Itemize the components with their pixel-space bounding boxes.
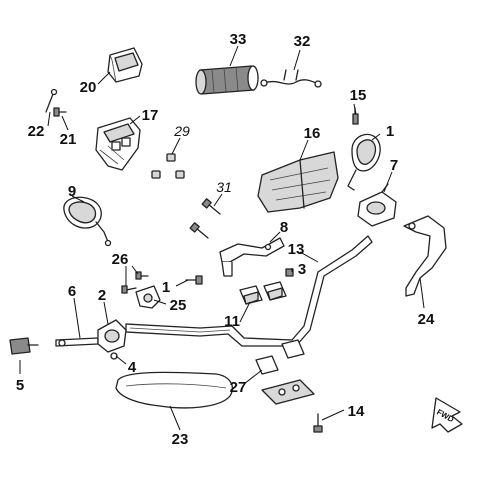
part-2-lever-bracket bbox=[97, 319, 127, 353]
callout-22: 22 bbox=[28, 123, 45, 140]
part-13-handlebar bbox=[125, 235, 373, 347]
part-26-screws bbox=[121, 271, 149, 294]
callout-2: 2 bbox=[98, 287, 106, 304]
callout-8: 8 bbox=[280, 219, 288, 236]
callout-11: 11 bbox=[224, 313, 240, 330]
part-9-left-mirror bbox=[63, 196, 112, 247]
part-16-handlebar-cover bbox=[257, 151, 339, 213]
callout-17: 17 bbox=[142, 107, 159, 124]
callout-24: 24 bbox=[418, 311, 435, 328]
part-5-bar-end bbox=[9, 337, 39, 355]
part-6-bolt bbox=[55, 337, 99, 347]
callout-1-center: 1 bbox=[162, 279, 170, 296]
leader-lines bbox=[19, 45, 425, 431]
part-11-clamps bbox=[239, 281, 287, 305]
part-17-switch-housing bbox=[95, 117, 141, 171]
callout-13: 13 bbox=[288, 241, 305, 258]
callout-29: 29 bbox=[173, 123, 190, 139]
callout-21: 21 bbox=[60, 131, 77, 148]
part-8-bracket bbox=[219, 237, 285, 277]
callout-5: 5 bbox=[16, 377, 24, 394]
callout-31: 31 bbox=[216, 179, 232, 195]
part-1-right-mirror bbox=[347, 133, 381, 191]
callout-27: 27 bbox=[230, 379, 247, 396]
part-25-lever-pivot bbox=[135, 285, 161, 309]
callout-7: 7 bbox=[390, 157, 398, 174]
part-29-bushings bbox=[151, 153, 185, 179]
part-7-throttle-housing bbox=[357, 183, 397, 227]
callout-14: 14 bbox=[348, 403, 365, 420]
callout-3: 3 bbox=[298, 261, 306, 278]
callout-labels: 33 32 20 15 22 21 17 29 16 1 7 9 31 8 13… bbox=[16, 31, 435, 448]
part-3-nut bbox=[285, 268, 294, 277]
part-14-bolt bbox=[313, 413, 323, 433]
callout-4: 4 bbox=[128, 359, 137, 376]
fwd-arrow-badge: FWD bbox=[431, 397, 463, 433]
callout-25: 25 bbox=[170, 297, 187, 314]
part-20-switch-cover bbox=[107, 47, 143, 83]
callout-20: 20 bbox=[80, 79, 97, 96]
part-4-washer bbox=[110, 352, 118, 360]
callout-6: 6 bbox=[68, 283, 76, 300]
part-33-handle-grip bbox=[195, 65, 259, 95]
callout-33: 33 bbox=[230, 31, 247, 48]
callout-26: 26 bbox=[112, 251, 129, 268]
part-22-pin bbox=[45, 88, 58, 113]
part-23-hand-guard bbox=[115, 371, 233, 409]
callout-32: 32 bbox=[294, 33, 311, 50]
callout-1-top: 1 bbox=[386, 123, 394, 140]
callout-15: 15 bbox=[350, 87, 367, 104]
part-1-center-nut bbox=[185, 275, 203, 285]
part-21-screw bbox=[53, 107, 67, 117]
part-24-hand-guard bbox=[403, 215, 447, 297]
callout-23: 23 bbox=[172, 431, 189, 448]
callout-9: 9 bbox=[68, 183, 76, 200]
part-32-cable bbox=[260, 69, 322, 88]
part-27-clamp-base bbox=[255, 339, 315, 405]
part-31-bolts bbox=[189, 198, 221, 239]
callout-16: 16 bbox=[304, 125, 321, 142]
